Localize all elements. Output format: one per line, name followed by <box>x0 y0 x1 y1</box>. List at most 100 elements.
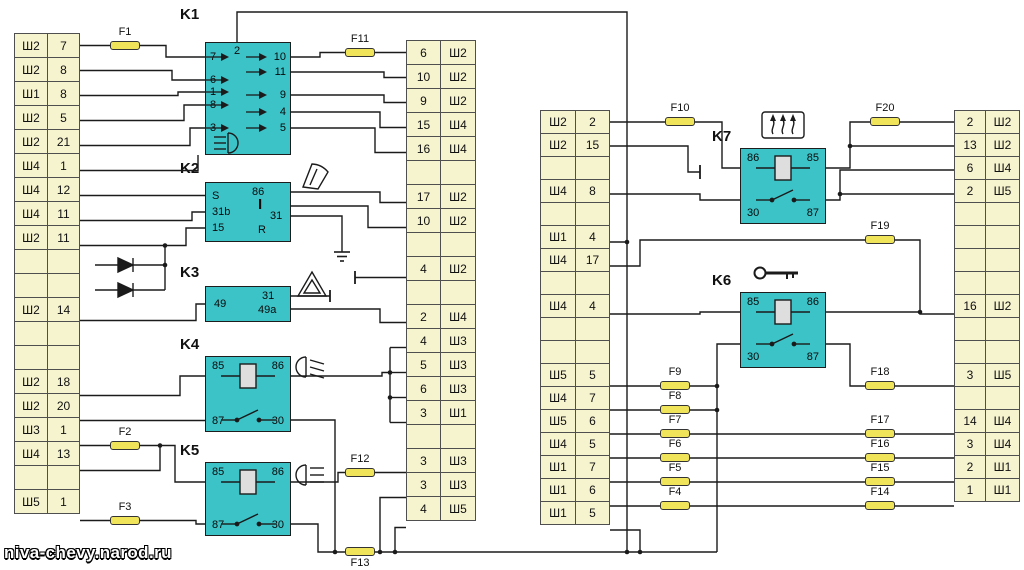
k1-pin-9: 9 <box>279 89 286 101</box>
connector-label-cell: Ш1 <box>540 225 576 249</box>
connector-pin-cell: 2 <box>575 110 610 134</box>
connector-pin-cell: 18 <box>47 369 80 394</box>
diode-icon <box>117 256 135 274</box>
connector-pin-cell: 4 <box>406 328 441 353</box>
connector-pin-cell: 5 <box>575 432 610 456</box>
fuse-f15 <box>865 477 895 486</box>
connector-strip-mid-right: Ш2 2 Ш2 15 Ш4 8 Ш1 <box>540 110 610 525</box>
diode-icons <box>117 256 135 299</box>
fuse-f13 <box>345 547 375 556</box>
connector-label-cell: Ш2 <box>985 110 1020 134</box>
connector-pin-cell <box>954 225 986 249</box>
k1-pin-10: 10 <box>273 51 286 63</box>
fuse-f14-label: F14 <box>870 486 890 498</box>
k6-pin-86: 86 <box>806 296 819 308</box>
connector-label-cell <box>14 345 48 370</box>
connector-label-cell: Ш3 <box>440 472 476 497</box>
fuse-f5 <box>660 477 690 486</box>
connector-label-cell: Ш2 <box>985 294 1020 318</box>
connector-pin-cell: 6 <box>575 478 610 502</box>
k2-pin-31: 31 <box>270 210 283 222</box>
relay-k3-label: K3 <box>180 264 200 281</box>
k3-pin-49: 49 <box>214 298 227 310</box>
connector-label-cell: Ш4 <box>14 153 48 178</box>
relay-k2-label: K2 <box>180 160 200 177</box>
connector-pin-cell: 15 <box>575 133 610 157</box>
connector-label-cell: Ш4 <box>14 441 48 466</box>
connector-label-cell: Ш1 <box>540 455 576 479</box>
connector-row: 16 Ш4 <box>406 136 476 161</box>
k1-pin-6: 6 <box>210 74 217 86</box>
connector-pin-cell: 8 <box>47 57 80 82</box>
ignition-key-icon <box>753 266 798 280</box>
k1-pin-2: 2 <box>234 45 241 57</box>
connector-label-cell: Ш2 <box>540 133 576 157</box>
fuse-f6-label: F6 <box>668 438 682 450</box>
connector-pin-cell <box>47 273 80 298</box>
k1-pin-11: 11 <box>274 66 286 78</box>
relay-k1-label: K1 <box>180 6 200 23</box>
fuse-f14 <box>865 501 895 510</box>
connector-pin-cell <box>406 160 441 185</box>
connector-label-cell: Ш3 <box>440 328 476 353</box>
connector-row: 6 Ш2 <box>406 40 476 65</box>
fuse-f7 <box>660 429 690 438</box>
connector-label-cell <box>540 271 576 295</box>
connector-label-cell: Ш4 <box>985 409 1020 433</box>
connector-row <box>954 317 1020 341</box>
connector-pin-cell: 5 <box>406 352 441 377</box>
relay-k4: 85 86 87 30 <box>205 356 291 432</box>
connector-strip-mid-left: 6 Ш2 10 Ш2 9 Ш2 15 Ш4 16 Ш4 <box>406 40 476 521</box>
connector-pin-cell: 4 <box>406 256 441 281</box>
connector-pin-cell: 2 <box>406 304 441 329</box>
relay-k3: 49 31 49a <box>205 286 291 322</box>
connector-label-cell <box>14 249 48 274</box>
k6-pin-87: 87 <box>806 351 819 363</box>
connector-label-cell: Ш2 <box>14 57 48 82</box>
connector-label-cell: Ш4 <box>540 248 576 272</box>
k5-pin-87: 87 <box>212 519 225 531</box>
connector-label-cell: Ш4 <box>440 136 476 161</box>
connector-label-cell: Ш3 <box>440 352 476 377</box>
relay-k7: 86 85 30 87 <box>740 148 826 224</box>
connector-row: 15 Ш4 <box>406 112 476 137</box>
wiper-icon <box>302 163 329 190</box>
k7-pin-30: 30 <box>747 207 760 219</box>
connector-row: Ш2 21 <box>14 129 80 154</box>
fuse-f7-label: F7 <box>668 414 682 426</box>
connector-row: Ш5 6 <box>540 409 610 433</box>
connector-pin-cell: 10 <box>406 64 441 89</box>
connector-pin-cell: 17 <box>406 184 441 209</box>
connector-label-cell <box>540 340 576 364</box>
connector-pin-cell: 16 <box>954 294 986 318</box>
connector-row <box>14 321 80 346</box>
fuse-f19 <box>865 235 895 244</box>
connector-row: 2 Ш1 <box>954 455 1020 479</box>
connector-pin-cell <box>575 271 610 295</box>
fuse-f18 <box>865 381 895 390</box>
watermark: niva-chevy.narod.ru <box>4 543 172 562</box>
connector-row: 10 Ш2 <box>406 208 476 233</box>
relay-k6-label: K6 <box>712 272 732 289</box>
connector-pin-cell <box>954 271 986 295</box>
connector-row <box>14 273 80 298</box>
connector-pin-cell: 3 <box>954 432 986 456</box>
relay-k1: 2 7 6 1 8 3 10 11 9 4 5 <box>205 42 291 155</box>
connector-row <box>540 202 610 226</box>
fuse-f13-label: F13 <box>350 557 370 569</box>
connector-pin-cell: 6 <box>954 156 986 180</box>
fuse-f1-label: F1 <box>118 26 132 38</box>
connector-pin-cell: 5 <box>575 363 610 387</box>
connector-label-cell: Ш2 <box>14 129 48 154</box>
connector-row <box>540 156 610 180</box>
relay-k5: 85 86 87 30 <box>205 462 291 536</box>
connector-label-cell <box>985 340 1020 364</box>
connector-row <box>406 160 476 185</box>
k1-pin-7: 7 <box>210 51 217 63</box>
connector-label-cell <box>985 248 1020 272</box>
connector-label-cell: Ш2 <box>14 105 48 130</box>
connector-row: Ш4 12 <box>14 177 80 202</box>
connector-pin-cell: 2 <box>954 179 986 203</box>
k7-pin-87: 87 <box>806 207 819 219</box>
